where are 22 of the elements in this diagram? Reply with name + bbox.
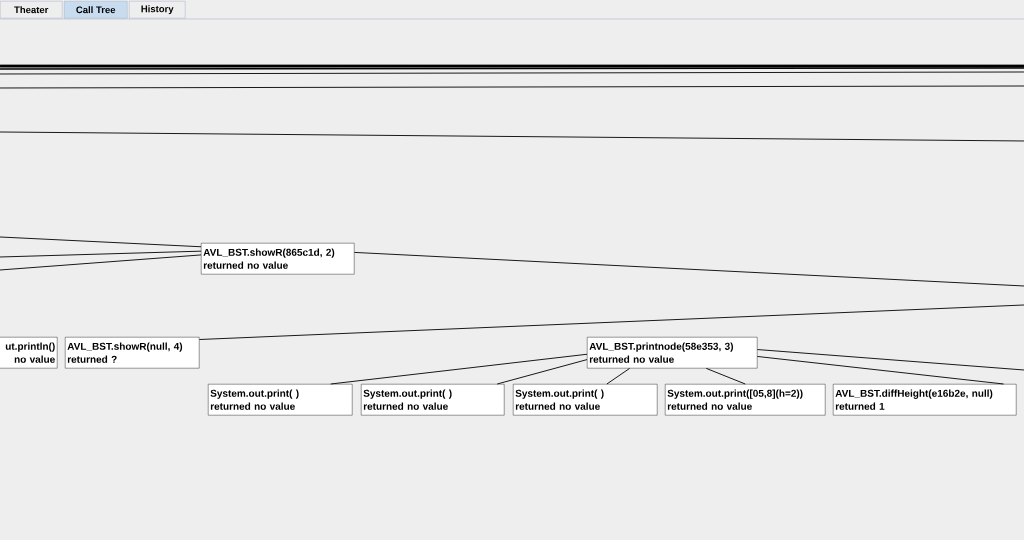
connector-line (606, 367, 631, 385)
call-box: AVL_BST.diffHeight(e16b2e, null) returned 1 (833, 384, 1017, 416)
call-box: AVL_BST.printnode(58e353, 3) returned no value (587, 337, 758, 369)
call-box: System.out.print( ) returned no value (361, 384, 505, 416)
call-box: AVL_BST.showR(865c1d, 2) returned no value (201, 243, 355, 275)
tab: History (129, 1, 186, 19)
connector-line (0, 236, 202, 248)
connector-line (330, 353, 588, 385)
call-box: System.out.print( ) returned no value (513, 384, 658, 416)
connector-line (353, 251, 1024, 287)
connector-line (198, 304, 1024, 340)
tab: Call Tree (64, 1, 128, 19)
connector-line (756, 356, 1004, 385)
call-box: System.out.print( ) returned no value (208, 384, 353, 416)
call-box: AVL_BST.showR(null, 4) returned ? (65, 337, 200, 369)
tab: Theater (0, 1, 63, 19)
connector-line (0, 250, 202, 258)
connector-line (0, 254, 202, 271)
connector-line (496, 359, 588, 385)
call-box: ut.println() no value (0, 337, 58, 369)
call-box: System.out.print([05,8](h=2)) returned no value (665, 384, 826, 416)
connector-line (756, 349, 1024, 371)
